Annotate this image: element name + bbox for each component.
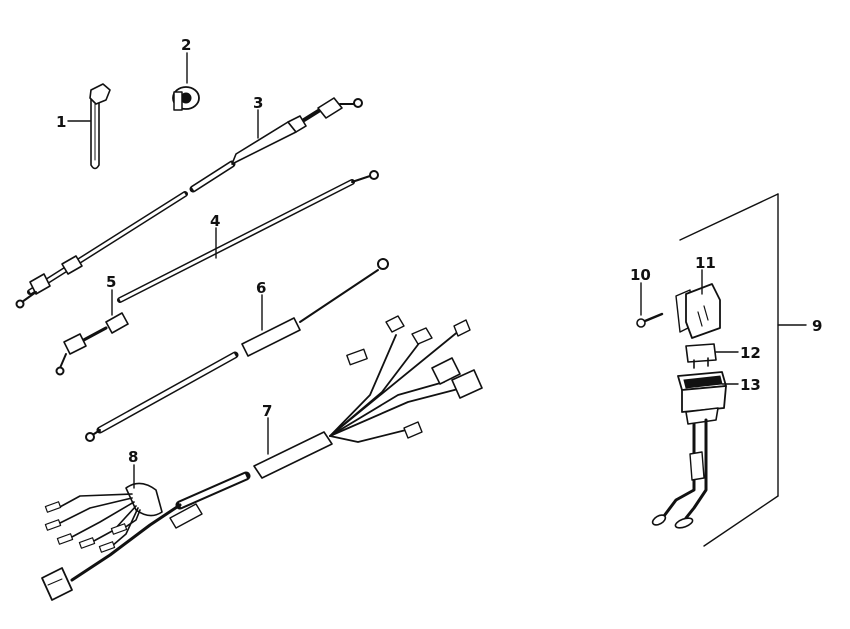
callout-10: 10 — [630, 266, 651, 284]
part-2-clamp — [172, 86, 200, 111]
callout-11: 11 — [695, 254, 716, 272]
callout-13: 13 — [740, 376, 761, 394]
part-5-lead — [55, 312, 129, 376]
part-7-main-harness — [41, 315, 483, 601]
part-6-cable — [85, 258, 389, 442]
callout-4: 4 — [210, 212, 220, 230]
part-4-cable — [117, 170, 379, 303]
callout-8: 8 — [128, 448, 138, 466]
callout-1: 1 — [56, 113, 66, 131]
part-11-relay — [675, 283, 721, 339]
part-9-group-bracket — [679, 193, 807, 547]
callout-5: 5 — [106, 273, 116, 291]
callout-2: 2 — [181, 36, 191, 54]
callout-9: 9 — [812, 317, 822, 335]
part-12-fuse — [685, 343, 717, 369]
part-3-cable — [15, 97, 363, 309]
part-10-screw — [636, 312, 664, 328]
part-8-sub-harness — [44, 482, 163, 553]
part-13-fuse-holder — [651, 371, 727, 529]
callout-3: 3 — [253, 94, 263, 112]
callout-12: 12 — [740, 344, 761, 362]
callout-7: 7 — [262, 402, 272, 420]
part-1-cable-tie — [89, 83, 111, 170]
callout-6: 6 — [256, 279, 266, 297]
